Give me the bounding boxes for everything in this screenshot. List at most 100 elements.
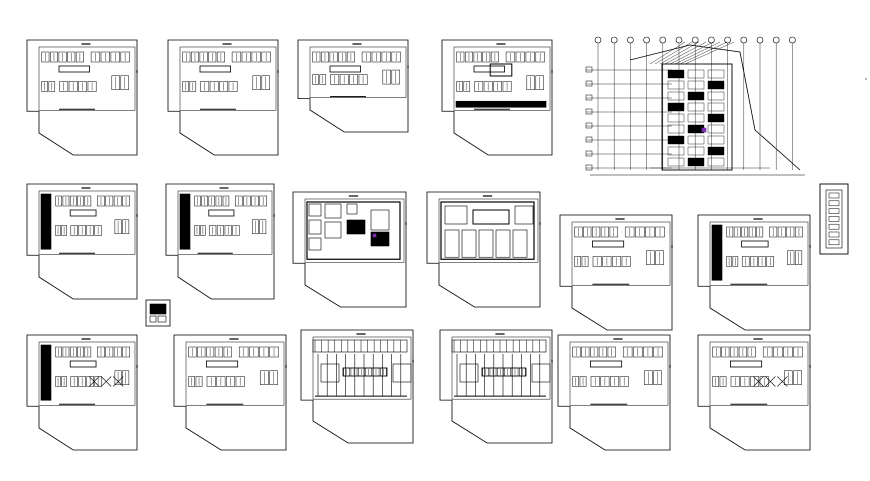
radial-line — [674, 41, 721, 65]
cabinet-unit — [249, 346, 259, 358]
cabinet-unit — [619, 376, 629, 387]
building-outline — [661, 63, 733, 171]
cabinet-unit — [786, 226, 795, 238]
cabinet-unit — [259, 195, 267, 207]
cabinet-unit — [188, 376, 196, 387]
floor-plan-sheet — [300, 329, 414, 444]
plan-boundary — [185, 341, 285, 406]
cabinet-unit — [777, 226, 786, 238]
cabinet-unit — [535, 75, 544, 91]
room — [308, 219, 322, 235]
base-cabinets — [473, 65, 506, 73]
unit-cell — [687, 91, 705, 101]
mini-room — [149, 315, 157, 323]
floor-plan-sheet — [439, 329, 553, 444]
plan-boundary — [569, 341, 669, 406]
cabinet-unit — [592, 226, 601, 238]
cabinet-unit — [251, 195, 259, 207]
cabinet-unit — [633, 346, 643, 358]
cabinet-unit — [358, 367, 365, 377]
cabinet-unit — [655, 226, 665, 238]
cabinet-unit — [231, 51, 242, 63]
cabinet-unit — [609, 226, 618, 238]
site-plan — [585, 36, 805, 176]
cabinet-unit — [572, 346, 581, 358]
cabinet-unit — [712, 346, 721, 358]
cabinet-unit — [189, 81, 197, 92]
cabinet-unit — [787, 250, 795, 266]
cabinet-unit — [489, 367, 497, 377]
cabinet-unit — [252, 75, 261, 91]
cabinet-unit — [235, 195, 243, 207]
cabinet-unit — [49, 51, 58, 63]
level-marker — [585, 122, 593, 129]
cabinet-unit — [206, 376, 216, 387]
base-cabinets — [342, 367, 388, 377]
room — [514, 205, 534, 225]
cabinet-unit — [483, 81, 493, 92]
room — [320, 363, 340, 383]
radial-line — [649, 41, 686, 65]
cabinet-unit — [241, 51, 251, 63]
sheet-frame — [426, 191, 541, 308]
room — [461, 229, 477, 258]
floor-plan-sheet — [26, 183, 138, 300]
level-marker — [585, 150, 593, 157]
cabinet-unit — [41, 81, 48, 92]
floor-plan-sheet — [697, 334, 811, 451]
cabinet-unit — [505, 51, 516, 63]
cabinet-unit — [69, 195, 77, 207]
cabinet-unit — [224, 225, 232, 236]
cabinet-unit — [188, 346, 197, 358]
sheet-frame — [441, 39, 553, 156]
sheet-frame — [26, 39, 138, 156]
cabinet-unit — [583, 226, 592, 238]
floor-plan-sheet — [441, 39, 553, 156]
cabinet-unit — [380, 367, 387, 377]
floor-plan-sheet — [26, 334, 138, 451]
property-boundary — [629, 44, 801, 171]
cabinet-unit — [201, 195, 208, 207]
cabinet-unit — [372, 367, 380, 377]
level-marker — [585, 94, 593, 101]
cabinet-unit — [784, 370, 793, 386]
cabinet-unit — [122, 219, 130, 235]
cross-mark — [765, 376, 776, 387]
cabinet-unit — [624, 226, 635, 238]
cabinet-unit — [607, 346, 616, 358]
room — [512, 229, 528, 258]
cabinet-unit — [70, 376, 78, 387]
cabinet-unit — [456, 51, 465, 63]
cabinet-unit — [84, 195, 92, 207]
unit-cell — [667, 102, 685, 112]
cabinet-unit — [216, 376, 226, 387]
elevation-strip — [819, 78, 867, 255]
cabinet-unit — [590, 376, 600, 387]
cabinet-unit — [602, 256, 612, 267]
cabinet-unit — [361, 51, 372, 63]
cabinet-unit — [721, 346, 730, 358]
cabinet-unit — [365, 367, 372, 377]
unit-cell — [707, 80, 725, 90]
unit-cell — [667, 135, 685, 145]
cross-mark — [777, 376, 788, 387]
cabinet-unit — [55, 376, 61, 387]
cross-mark — [100, 376, 112, 387]
cabinet-unit — [238, 346, 249, 358]
cabinet-unit — [259, 219, 267, 235]
cabinet-unit — [197, 346, 206, 358]
cabinet-unit — [219, 81, 228, 92]
floor-plan-sheet — [297, 39, 409, 133]
room — [478, 229, 494, 258]
cabinet-unit — [504, 367, 511, 377]
cabinet-unit — [748, 226, 756, 238]
cabinet-unit — [182, 51, 191, 63]
cabinet-unit — [579, 376, 587, 387]
cabinet-unit — [75, 51, 84, 63]
cabinet-unit — [78, 225, 86, 236]
cabinet-unit — [497, 367, 504, 377]
floor-plan-sheet — [557, 334, 671, 451]
cabinet-unit — [269, 370, 278, 386]
cabinet-unit — [740, 376, 750, 387]
cabinet-unit — [259, 346, 269, 358]
